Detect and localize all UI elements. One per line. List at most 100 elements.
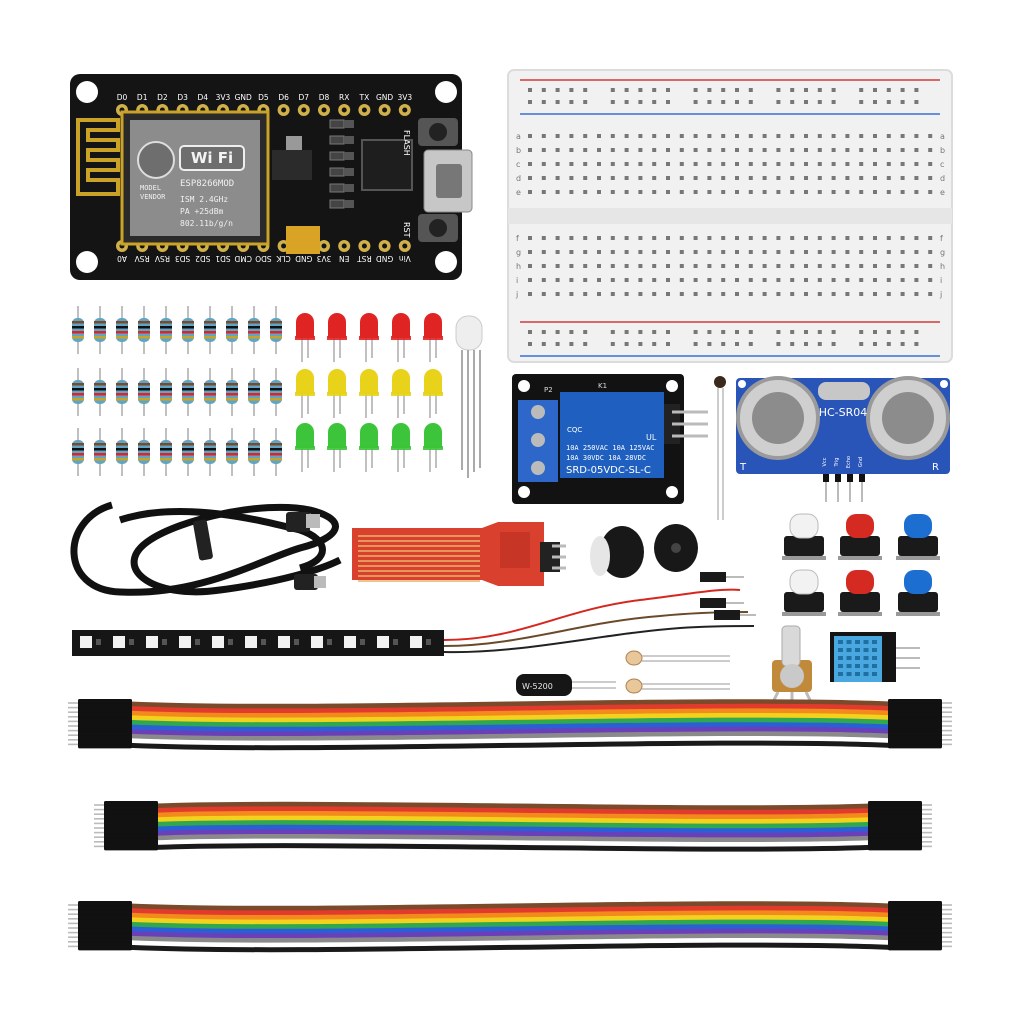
antenna-trace [76,118,120,196]
water-sensor-traces [358,532,530,582]
row-letter: d [940,174,945,183]
thermistor [714,376,726,520]
row-letter: a [516,132,521,141]
row-letter: i [516,276,518,285]
strip-pixel [146,636,158,648]
pin-label-bottom: GND [376,254,393,263]
potentiometer-icon [770,625,814,705]
jumper-housing [888,740,942,749]
module-spec-pa: PA +25dBm [180,207,224,216]
pushbutton-base [898,592,938,612]
ribbon-wire [129,740,891,751]
strip-pixel [311,636,323,648]
pushbutton-base [840,536,880,556]
pin-label-bottom: SD2 [195,254,211,263]
pushbutton-cap [904,514,932,538]
led [392,369,410,394]
pin-label-bottom: CLK [275,254,290,263]
pin-label-top: D4 [198,93,209,102]
pushbutton-cap [789,513,819,539]
pin-label-top: GND [235,93,252,102]
ultrasonic-pin-label: Gnd [858,457,864,467]
smd-resistor [329,119,345,129]
pin-label-bottom: RST [357,254,372,263]
pushbutton-set [782,513,940,616]
relay-module: CQC UL 10A 250VAC 10A 125VAC 10A 30VDC 1… [512,374,708,504]
ultrasonic-pin-label: Echo [846,456,852,468]
smd-resistor [329,199,345,209]
jumper-housing [888,942,942,951]
strip-pixel [278,636,290,648]
flash-label: FLASH [402,130,411,156]
ribbon-wire [129,914,891,925]
led [360,313,378,338]
jumper-housing [868,842,922,851]
strip-pixel [113,636,125,648]
jumper-wire-ribbons [68,699,952,953]
strip-pixel [410,636,422,648]
led [328,423,346,448]
relay-ul: UL [646,433,657,442]
resistor-set [72,306,282,476]
led [392,423,410,448]
jumper-housing [78,740,132,749]
relay-body [560,392,664,478]
ribbon-wire [129,928,891,939]
relay-cert: CQC [567,426,582,434]
led [392,313,410,338]
ribbon-wire [129,731,891,742]
ribbon-wire [129,905,891,916]
relay-label-k1: K1 [598,382,607,390]
row-letter: a [940,132,945,141]
strip-pixel [377,636,389,648]
breadboard-holes [528,88,933,346]
pin-label-bottom: 3V3 [316,254,331,263]
rgb-led [455,315,483,478]
pin-label-top: D3 [177,93,188,102]
smd-components [329,119,354,209]
pushbutton-cap [846,570,874,594]
ribbon-wire [129,699,891,709]
pin-label-bottom: GND [295,254,312,263]
ribbon-wire [129,937,891,948]
row-letter: b [516,146,521,155]
ribbon-wire [155,843,871,852]
ribbon-wire [129,708,891,719]
pin-label-bottom: CMD [234,254,252,263]
row-letter: g [516,248,521,257]
dht-vent-grid [838,640,877,676]
pin-label-top: RX [339,93,349,102]
smd-resistor [329,135,345,145]
led [424,313,442,338]
ultrasonic-right-label: R [932,462,939,473]
photoresistors [625,650,730,694]
module-vendor-1: MODEL [140,184,161,192]
pin-label-top: GND [376,93,393,102]
pushbutton-base [784,592,824,612]
pin-label-bottom: Vin [399,254,411,263]
pin-label-top: TX [359,93,370,102]
capacitor-label: W-5200 [522,682,553,691]
pin-label-top: 3V3 [397,93,412,102]
ribbon-wire [155,806,871,815]
pin-label-top: D6 [278,93,289,102]
row-letter: j [515,290,518,299]
ribbon-wire [129,726,891,737]
ultrasonic-left-label: T [739,462,747,473]
pushbutton-base [840,592,880,612]
led [360,369,378,394]
ribbon-wire [155,820,871,829]
ribbon-wire [155,838,871,848]
pin-label-bottom: EN [339,254,349,263]
row-letter: e [940,188,945,197]
ultrasonic-pin-label: Vcc [822,457,828,466]
row-letter: j [939,290,942,299]
pin-label-bottom: SDO [255,254,272,263]
led-strip [72,572,756,656]
ribbon-wire [129,901,891,911]
row-letter: c [940,160,944,169]
